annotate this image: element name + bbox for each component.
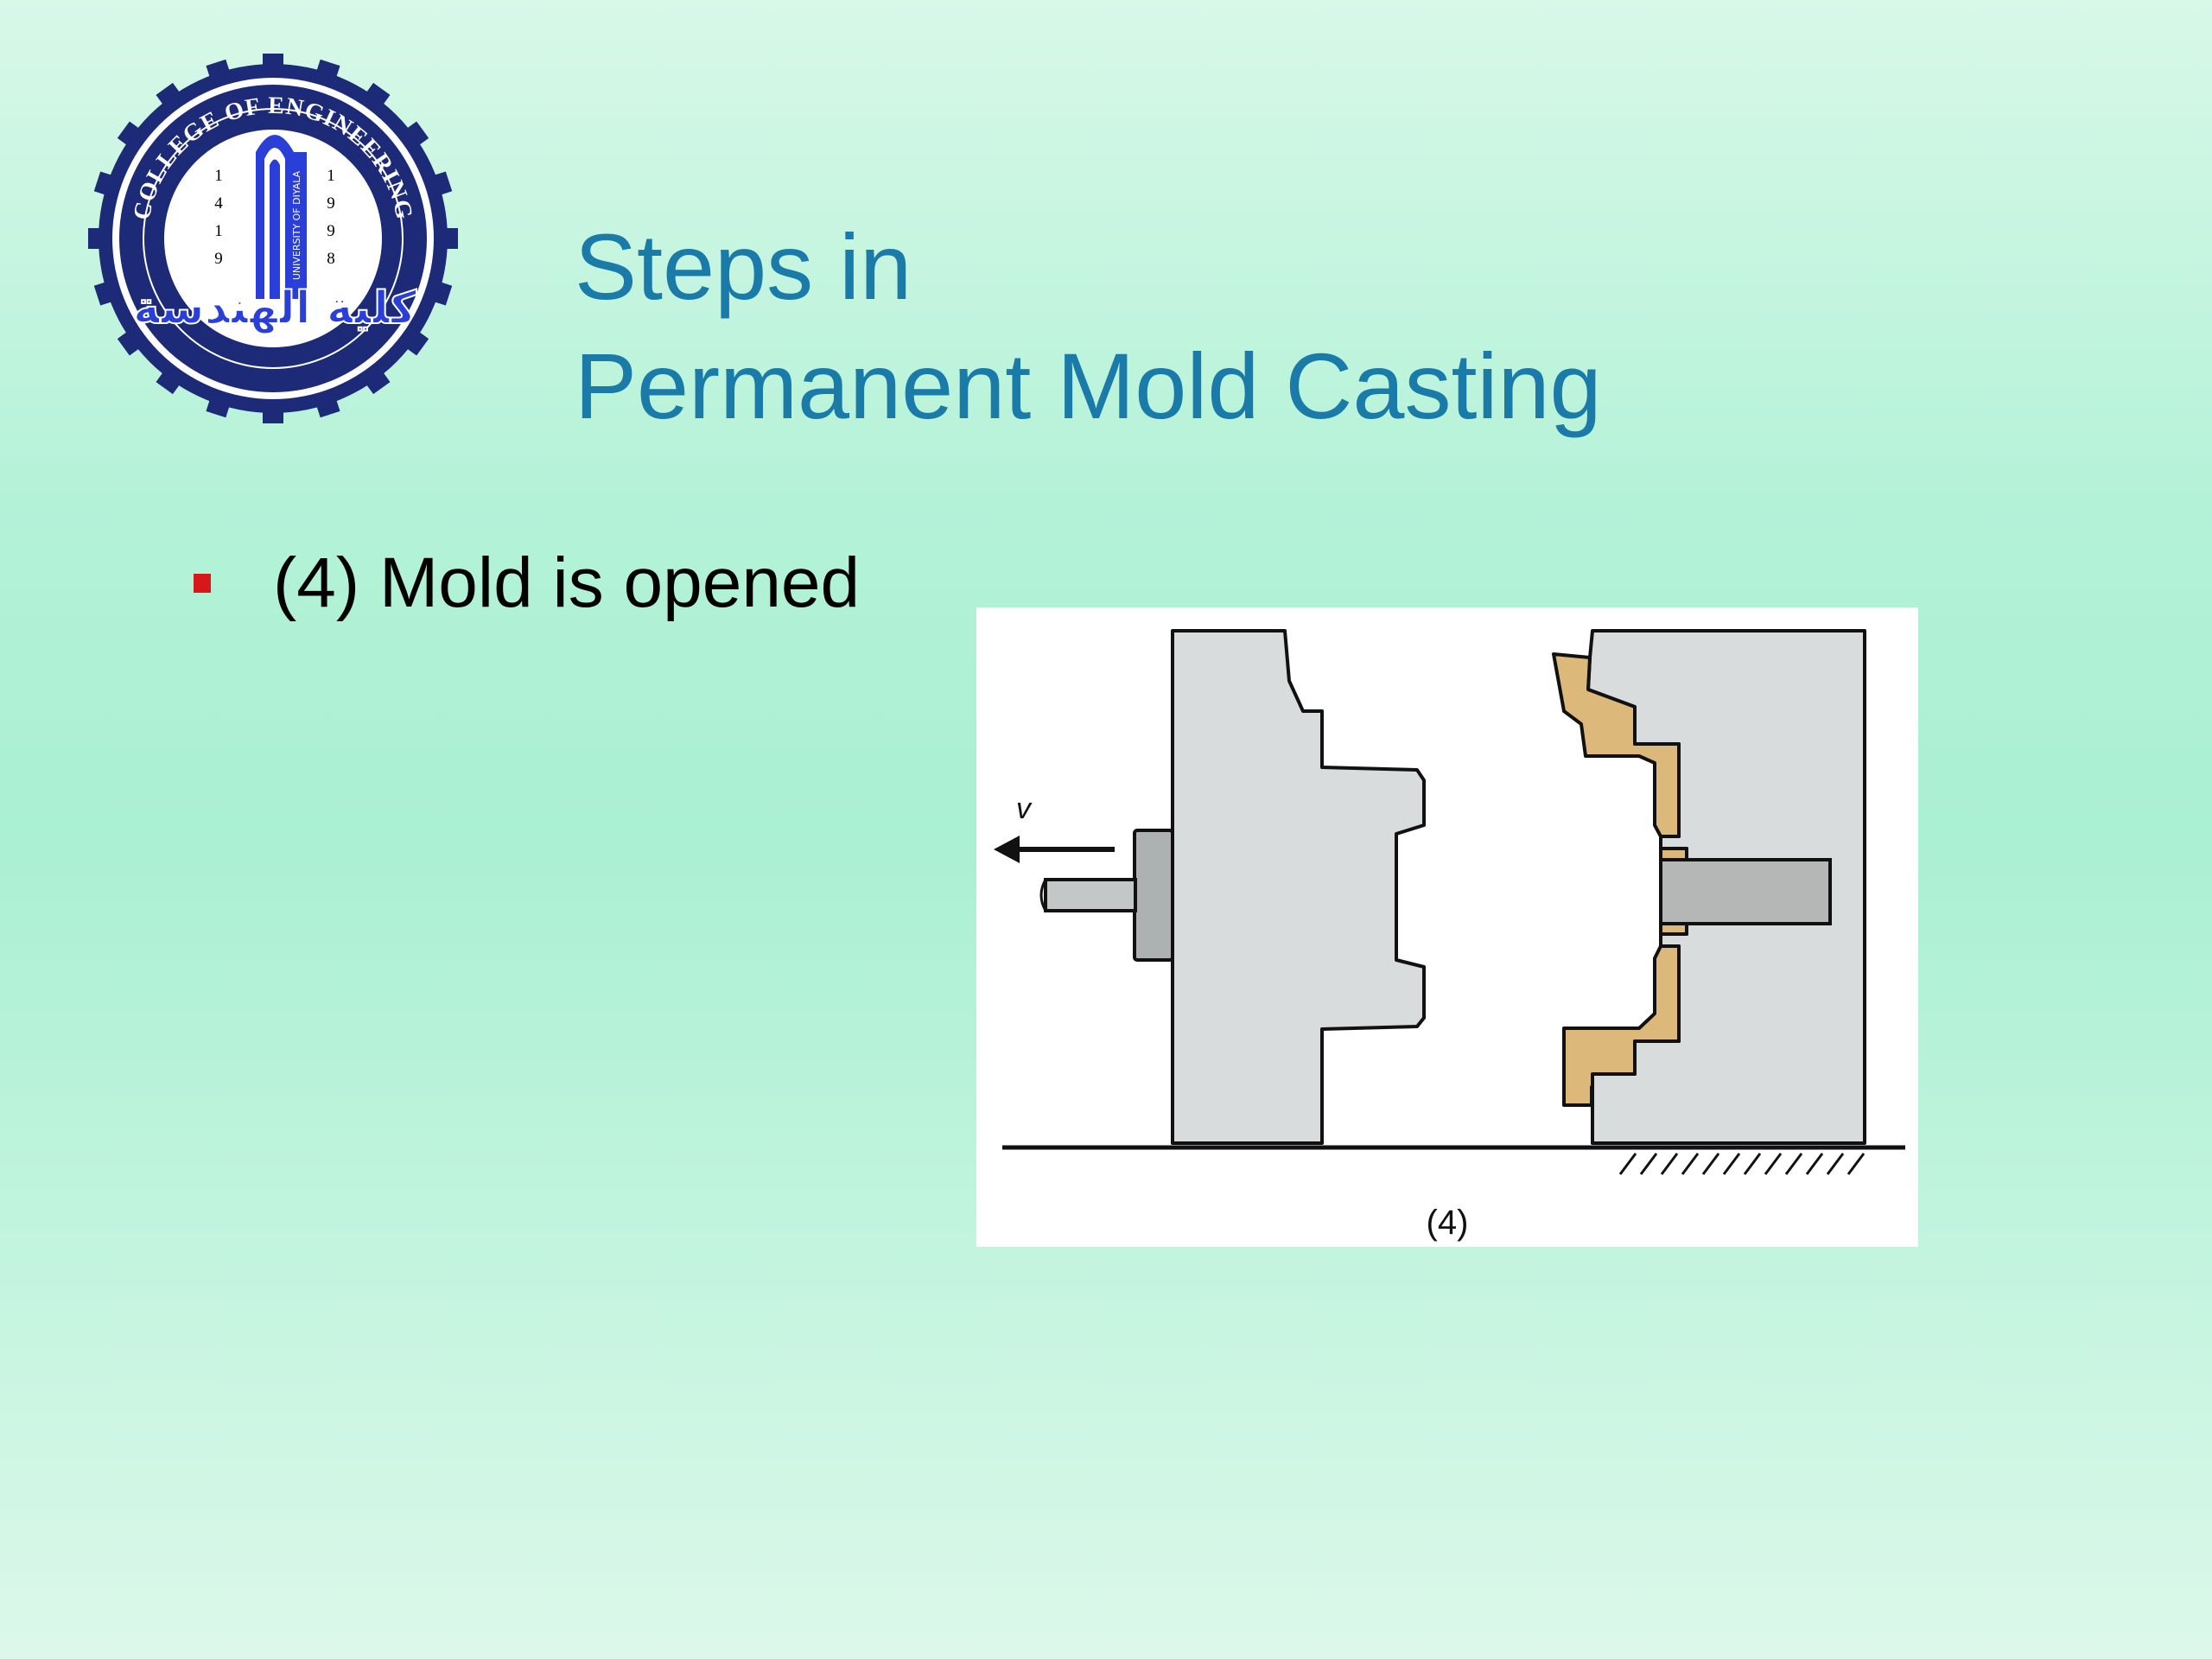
hatch-line <box>1826 1153 1845 1175</box>
year-left-digit: 4 <box>214 194 223 213</box>
hatch-line <box>1847 1153 1866 1175</box>
gear-tooth <box>117 326 147 356</box>
gear-tooth <box>206 391 232 418</box>
velocity-label: v <box>1016 792 1033 825</box>
tower-emblem <box>256 135 307 299</box>
year-left-digit: 9 <box>214 250 223 268</box>
gear-tooth <box>425 171 453 198</box>
gear-tooth <box>156 82 186 112</box>
logo-vertical-text: UNIVERSITY OF DIYALA <box>291 170 302 280</box>
year-right-digit: 1 <box>327 167 335 185</box>
slide-title-line-2: Permanent Mold Casting <box>575 334 1602 438</box>
ejector-rod <box>1044 878 1137 912</box>
hatch-line <box>1639 1153 1658 1175</box>
gear-tooth <box>360 82 391 112</box>
gear-tooth <box>425 279 453 306</box>
college-logo: COLLEGE OF ENGINEERING كلية الهندسة - جا… <box>83 48 463 429</box>
gear-tooth <box>156 365 186 395</box>
ground-hatch <box>1618 1153 1866 1175</box>
hatch-line <box>1681 1153 1700 1175</box>
casting-part <box>1552 652 1688 1107</box>
hatch-line <box>1764 1153 1783 1175</box>
year-right-digit: 9 <box>327 222 335 240</box>
ejector-flange <box>1133 829 1174 962</box>
arrow-left-icon <box>994 836 1115 863</box>
gear-tooth <box>88 228 109 249</box>
gear-tooth <box>263 54 283 74</box>
year-left-digit: 1 <box>214 222 223 240</box>
bullet-item: (4) Mold is opened <box>194 543 860 624</box>
core-rod <box>1659 858 1832 925</box>
hatch-line <box>1701 1153 1720 1175</box>
gear-tooth <box>263 403 283 423</box>
year-right-digit: 8 <box>327 250 335 268</box>
hatch-line <box>1805 1153 1824 1175</box>
year-right-digit: 9 <box>327 194 335 213</box>
gear-tooth <box>117 121 147 151</box>
gear-tooth <box>93 279 121 306</box>
gear-tooth <box>360 365 391 395</box>
gear-tooth <box>206 59 232 86</box>
gear-tooth <box>399 121 429 151</box>
bullet-text: (4) Mold is opened <box>273 543 861 622</box>
hatch-line <box>1743 1153 1762 1175</box>
gear-tooth <box>437 228 458 249</box>
gear-tooth <box>399 326 429 356</box>
mold-opening-figure: v (4) <box>976 607 1918 1247</box>
hatch-line <box>1660 1153 1679 1175</box>
slide-title: Steps in Permanent Mold Casting <box>575 207 1602 446</box>
hatch-line <box>1784 1153 1803 1175</box>
year-left-digit: 1 <box>214 167 223 185</box>
hatch-line <box>1722 1153 1741 1175</box>
gear-tooth <box>93 171 121 198</box>
hatch-line <box>1618 1153 1637 1175</box>
gear-tooth <box>314 391 340 418</box>
slide-title-line-1: Steps in <box>575 214 912 319</box>
square-bullet-icon <box>194 574 211 593</box>
logo-arabic-name: كلية الهندسة <box>133 283 417 334</box>
figure-caption: (4) <box>1427 1204 1469 1242</box>
gear-tooth <box>314 59 340 86</box>
left-mold-half <box>1171 629 1426 1145</box>
